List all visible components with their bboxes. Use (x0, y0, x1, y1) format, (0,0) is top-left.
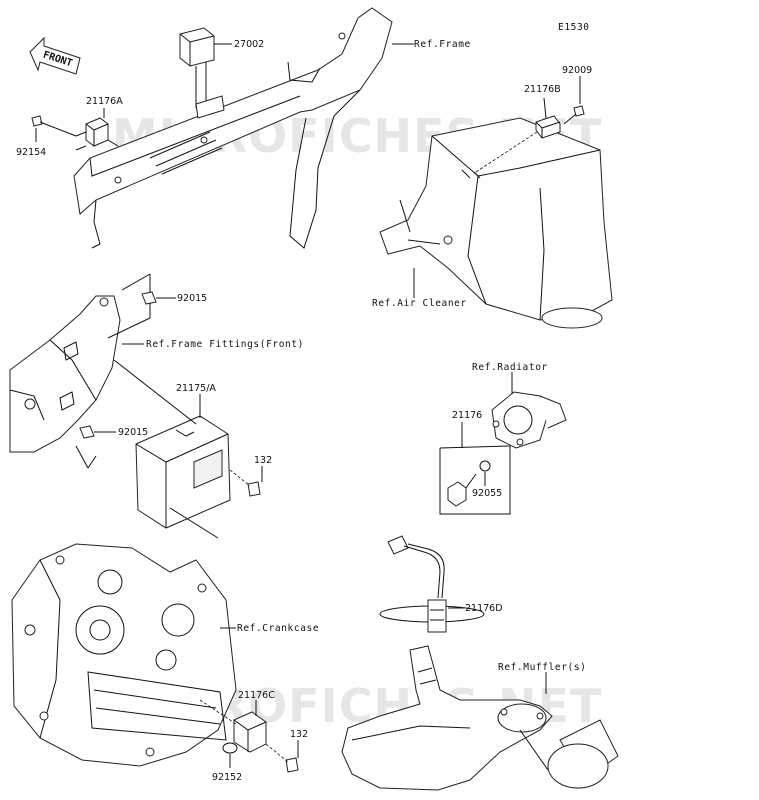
ref-crankcase: Ref.Crankcase (237, 623, 319, 634)
part-21176D-o2-sensor (379, 535, 485, 633)
label-92152: 92152 (212, 772, 242, 783)
part-21176-sensor (447, 473, 477, 507)
label-92009: 92009 (562, 65, 592, 76)
diagram-code: E1530 (558, 22, 590, 33)
muffler-drawing (341, 645, 619, 791)
label-21176D: 21176D (465, 603, 503, 614)
radiator-thermostat-housing (491, 391, 567, 449)
label-21176A: 21176A (86, 96, 123, 107)
frame-fittings-drawing (9, 273, 151, 453)
label-21176C: 21176C (238, 690, 275, 701)
label-21176B: 21176B (524, 84, 561, 95)
label-92154: 92154 (16, 147, 46, 158)
ref-air-cleaner: Ref.Air Cleaner (372, 298, 467, 309)
part-21176B-sensor (535, 115, 561, 139)
frame-drawing (73, 7, 393, 249)
part-92154-bolt (31, 115, 77, 137)
ref-frame: Ref.Frame (414, 39, 471, 50)
label-92015-bottom: 92015 (118, 427, 148, 438)
label-21175A: 21175/A (176, 383, 216, 394)
bracket-21176 (439, 445, 511, 515)
part-27002-relay (179, 27, 225, 119)
ref-muffler: Ref.Muffler(s) (498, 662, 586, 673)
crankcase-drawing (11, 543, 237, 767)
part-92015-nut-bottom (75, 425, 97, 469)
air-cleaner-drawing (379, 117, 613, 329)
label-92015-top: 92015 (177, 293, 207, 304)
label-21176: 21176 (452, 410, 482, 421)
part-132-bolt-top (229, 469, 261, 497)
ref-radiator: Ref.Radiator (472, 362, 548, 373)
part-92009-screw (563, 105, 585, 125)
label-132-bottom: 132 (290, 729, 308, 740)
part-21176A-sensor (75, 108, 119, 151)
ref-frame-fittings: Ref.Frame Fittings(Front) (146, 339, 304, 350)
part-92055-oring (479, 460, 491, 472)
part-92152-washer (222, 742, 238, 754)
label-132-top: 132 (254, 455, 272, 466)
front-arrow-icon: FRONT (29, 36, 81, 75)
part-132-bolt-bottom (265, 743, 299, 773)
label-27002: 27002 (234, 39, 264, 50)
part-21175A-ecu (113, 359, 231, 539)
part-92015-nut-top (141, 291, 157, 305)
label-92055: 92055 (472, 488, 502, 499)
